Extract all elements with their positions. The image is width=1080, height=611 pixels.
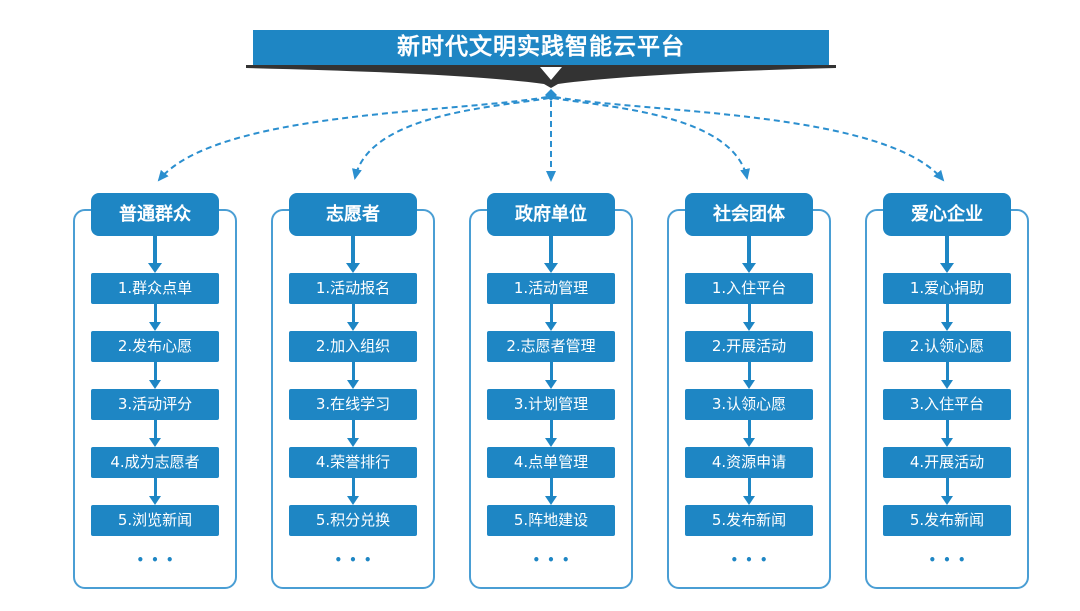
flow-step: 2.开展活动 <box>685 331 813 362</box>
column-header: 普通群众 <box>91 193 219 236</box>
down-arrow-icon <box>743 362 755 389</box>
flow-step: 5.积分兑换 <box>289 505 417 536</box>
column-flow: 1.活动管理 2.志愿者管理 3.计划管理 4.点单管理 5.阵地建设 ••• <box>487 236 615 572</box>
flow-step: 1.爱心捐助 <box>883 273 1011 304</box>
flow-step: 4.开展活动 <box>883 447 1011 478</box>
down-arrow-icon <box>149 304 161 331</box>
column-header: 政府单位 <box>487 193 615 236</box>
down-arrow-icon <box>148 236 162 273</box>
column-1: 普通群众 1.群众点单 2.发布心愿 3.活动评分 4.成为志愿者 5.浏览新闻 ••• <box>73 193 237 589</box>
down-arrow-icon <box>941 478 953 505</box>
flow-step: 5.发布新闻 <box>883 505 1011 536</box>
down-arrow-icon <box>743 478 755 505</box>
down-arrow-icon <box>149 362 161 389</box>
down-arrow-icon <box>940 236 954 273</box>
flow-step: 4.荣誉排行 <box>289 447 417 478</box>
down-arrow-icon <box>149 420 161 447</box>
flow-step: 3.入住平台 <box>883 389 1011 420</box>
flow-step: 3.计划管理 <box>487 389 615 420</box>
column-2: 志愿者 1.活动报名 2.加入组织 3.在线学习 4.荣誉排行 5.积分兑换 ••• <box>271 193 435 589</box>
flow-step: 4.点单管理 <box>487 447 615 478</box>
flow-step: 2.志愿者管理 <box>487 331 615 362</box>
flow-step: 5.阵地建设 <box>487 505 615 536</box>
flow-step: 4.成为志愿者 <box>91 447 219 478</box>
ellipsis-dots: ••• <box>532 553 577 567</box>
column-header: 社会团体 <box>685 193 813 236</box>
down-arrow-icon <box>742 236 756 273</box>
flow-step: 5.浏览新闻 <box>91 505 219 536</box>
down-arrow-icon <box>743 420 755 447</box>
column-flow: 1.爱心捐助 2.认领心愿 3.入住平台 4.开展活动 5.发布新闻 ••• <box>883 236 1011 572</box>
column-3: 政府单位 1.活动管理 2.志愿者管理 3.计划管理 4.点单管理 5.阵地建设 ••• <box>469 193 633 589</box>
column-5: 爱心企业 1.爱心捐助 2.认领心愿 3.入住平台 4.开展活动 5.发布新闻 ••• <box>865 193 1029 589</box>
flow-step: 4.资源申请 <box>685 447 813 478</box>
down-arrow-icon <box>347 420 359 447</box>
column-flow: 1.活动报名 2.加入组织 3.在线学习 4.荣誉排行 5.积分兑换 ••• <box>289 236 417 572</box>
down-arrow-icon <box>941 362 953 389</box>
down-arrow-icon <box>941 304 953 331</box>
flow-step: 3.在线学习 <box>289 389 417 420</box>
down-arrow-icon <box>545 304 557 331</box>
flow-step: 3.活动评分 <box>91 389 219 420</box>
flow-step: 1.群众点单 <box>91 273 219 304</box>
flow-step: 1.入住平台 <box>685 273 813 304</box>
flow-step: 1.活动报名 <box>289 273 417 304</box>
down-arrow-icon <box>347 478 359 505</box>
column-flow: 1.入住平台 2.开展活动 3.认领心愿 4.资源申请 5.发布新闻 ••• <box>685 236 813 572</box>
page-title: 新时代文明实践智能云平台 <box>397 34 685 60</box>
down-arrow-icon <box>743 304 755 331</box>
column-header: 爱心企业 <box>883 193 1011 236</box>
down-arrow-icon <box>544 236 558 273</box>
down-arrow-icon <box>149 478 161 505</box>
flow-step: 1.活动管理 <box>487 273 615 304</box>
down-arrow-icon <box>545 478 557 505</box>
flow-step: 3.认领心愿 <box>685 389 813 420</box>
column-4: 社会团体 1.入住平台 2.开展活动 3.认领心愿 4.资源申请 5.发布新闻 ••• <box>667 193 831 589</box>
column-flow: 1.群众点单 2.发布心愿 3.活动评分 4.成为志愿者 5.浏览新闻 ••• <box>91 236 219 572</box>
down-arrow-icon <box>346 236 360 273</box>
flow-step: 2.加入组织 <box>289 331 417 362</box>
column-header: 志愿者 <box>289 193 417 236</box>
down-arrow-icon <box>347 304 359 331</box>
ellipsis-dots: ••• <box>334 553 379 567</box>
flow-step: 5.发布新闻 <box>685 505 813 536</box>
ellipsis-dots: ••• <box>136 553 181 567</box>
down-arrow-icon <box>545 362 557 389</box>
down-arrow-icon <box>941 420 953 447</box>
down-arrow-icon <box>545 420 557 447</box>
ellipsis-dots: ••• <box>730 553 775 567</box>
ellipsis-dots: ••• <box>928 553 973 567</box>
flow-step: 2.发布心愿 <box>91 331 219 362</box>
platform-title-banner: 新时代文明实践智能云平台 <box>253 30 829 65</box>
down-arrow-icon <box>347 362 359 389</box>
flow-step: 2.认领心愿 <box>883 331 1011 362</box>
